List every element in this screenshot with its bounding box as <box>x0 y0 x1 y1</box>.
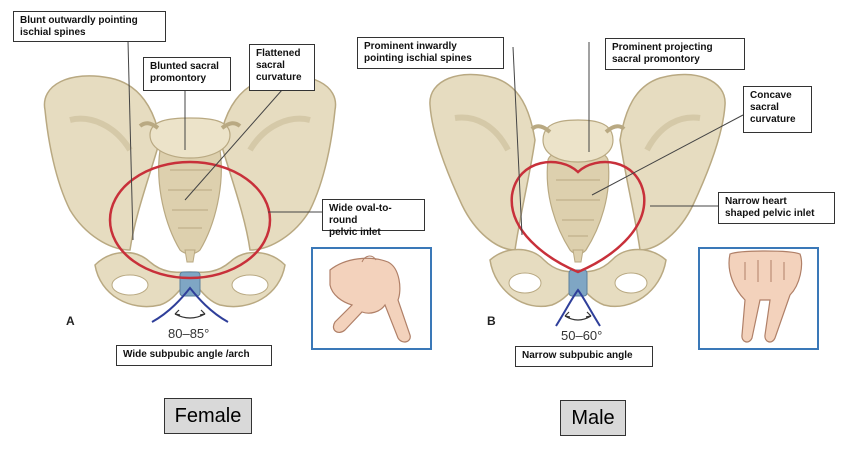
leader-male-sacral-curvature <box>591 114 744 196</box>
male-pelvis-illustration <box>429 73 726 327</box>
male-pubic-symphysis <box>568 269 588 297</box>
female-left-iliac-wing <box>43 75 161 251</box>
female-right-iliac-wing <box>219 75 337 251</box>
male-l5-vertebra <box>542 119 614 163</box>
leader-male-ischial-spines <box>512 46 523 236</box>
female-label: Female <box>164 398 252 434</box>
male-hand-inset <box>698 247 819 350</box>
panel-letter-female: A <box>66 314 75 328</box>
callout-male-subpubic: Narrow subpubic angle <box>515 346 653 367</box>
male-label: Male <box>560 400 626 436</box>
leader-lines <box>127 40 744 241</box>
callout-female-pelvic-inlet: Wide oval-to-round pelvic inlet <box>322 199 425 238</box>
male-subpubic-angle-line <box>555 288 601 327</box>
callout-female-ischial-spines: Blunt outwardly pointing ischial spines <box>13 11 166 42</box>
male-pelvic-inlet-outline <box>510 160 646 274</box>
male-left-iliac-wing <box>429 73 536 251</box>
female-angle-label: 80–85° <box>168 326 210 341</box>
callout-male-sacral-curvature: Concave sacral curvature <box>743 86 812 133</box>
female-subpubic-angle-line <box>151 286 229 323</box>
male-right-iliac-wing <box>619 73 726 251</box>
male-sacrum <box>546 148 610 255</box>
female-pelvis-illustration <box>43 75 337 323</box>
callout-male-pelvic-inlet: Narrow heart shaped pelvic inlet <box>718 192 835 224</box>
female-l5-vertebra <box>149 117 231 159</box>
female-pubic-symphysis <box>179 271 201 297</box>
leader-female-sacral-curvature <box>184 89 283 201</box>
callout-male-ischial-spines: Prominent inwardly pointing ischial spin… <box>357 37 504 69</box>
male-angle-label: 50–60° <box>561 328 603 343</box>
female-angle-arc-arrow <box>174 313 206 319</box>
male-angle-arc-arrow <box>564 315 592 321</box>
leader-female-ischial-spines <box>127 40 134 241</box>
panel-letter-male: B <box>487 314 496 328</box>
female-pelvic-inlet-outline <box>108 160 272 280</box>
callout-female-sacral-promontory: Blunted sacral promontory <box>143 57 231 91</box>
callout-female-sacral-curvature: Flattened sacral curvature <box>249 44 315 91</box>
callout-male-sacral-promontory: Prominent projecting sacral promontory <box>605 38 745 70</box>
callout-female-subpubic: Wide subpubic angle /arch <box>116 345 272 366</box>
female-hand-icon <box>329 257 411 343</box>
female-hand-inset <box>311 247 432 350</box>
male-hand-icon <box>728 250 803 343</box>
